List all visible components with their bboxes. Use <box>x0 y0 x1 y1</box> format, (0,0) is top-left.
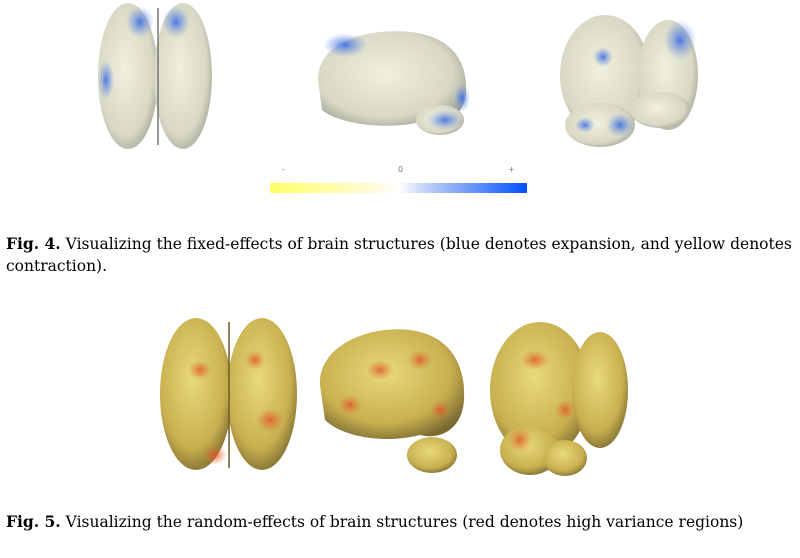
colorbar <box>270 183 527 193</box>
colorbar-mid-label: 0 <box>398 165 404 174</box>
fig5-caption-text: Visualizing the random-effects of brain … <box>60 513 744 531</box>
fig4-brain-top-view <box>98 3 212 149</box>
fig5-caption: Fig. 5. Visualizing the random-effects o… <box>6 511 798 533</box>
brain-renderings <box>98 3 698 476</box>
fig5-brain-top-view <box>160 318 297 470</box>
fig5-brain-side-view <box>319 329 465 473</box>
fig4-caption-text: Visualizing the fixed-effects of brain s… <box>6 235 792 275</box>
fig4-caption: Fig. 4. Visualizing the fixed-effects of… <box>6 233 798 277</box>
colorbar-min-label: - <box>282 165 285 174</box>
fig5-brain-oblique-view <box>490 322 628 476</box>
fig4-brain-side-view <box>318 31 470 135</box>
fig5-caption-label: Fig. 5. <box>6 512 61 531</box>
fig4-caption-label: Fig. 4. <box>6 234 61 253</box>
fig4-brain-oblique-view <box>560 15 698 147</box>
colorbar-max-label: + <box>508 165 515 174</box>
